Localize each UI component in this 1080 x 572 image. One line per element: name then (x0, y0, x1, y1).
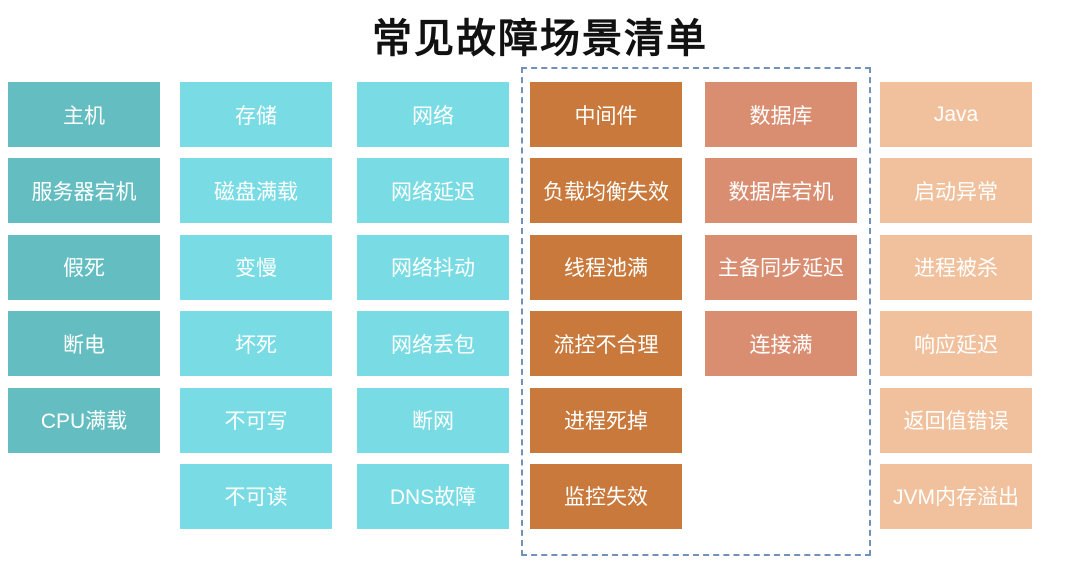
column-storage: 存储 磁盘满载 变慢 坏死 不可写 不可读 (180, 82, 332, 529)
scenario-box: 返回值错误 (880, 387, 1032, 453)
scenario-box: 断网 (357, 387, 509, 453)
scenario-box: 进程被杀 (880, 234, 1032, 300)
scenario-box: 网络抖动 (357, 234, 509, 300)
category-box-storage: 存储 (180, 82, 332, 147)
category-box-middleware: 中间件 (530, 82, 682, 147)
scenario-box: 监控失效 (530, 463, 682, 529)
scenario-box: 主备同步延迟 (705, 234, 857, 300)
column-java: Java 启动异常 进程被杀 响应延迟 返回值错误 JVM内存溢出 (880, 82, 1032, 529)
column-middleware: 中间件 负载均衡失效 线程池满 流控不合理 进程死掉 监控失效 (530, 82, 682, 529)
scenario-box: CPU满载 (8, 387, 160, 453)
scenario-box: 网络延迟 (357, 158, 509, 224)
scenario-box: JVM内存溢出 (880, 463, 1032, 529)
column-database: 数据库 数据库宕机 主备同步延迟 连接满 (705, 82, 857, 377)
scenario-box: 变慢 (180, 234, 332, 300)
scenario-box: 网络丢包 (357, 311, 509, 377)
scenario-box: 不可读 (180, 463, 332, 529)
middleware-database-group-frame (521, 67, 871, 556)
category-box-java: Java (880, 82, 1032, 147)
scenario-box: 磁盘满载 (180, 158, 332, 224)
scenario-box: 假死 (8, 234, 160, 300)
scenario-box: 进程死掉 (530, 387, 682, 453)
column-network: 网络 网络延迟 网络抖动 网络丢包 断网 DNS故障 (357, 82, 509, 529)
category-box-host: 主机 (8, 82, 160, 147)
scenario-box: 启动异常 (880, 158, 1032, 224)
scenario-box: 数据库宕机 (705, 158, 857, 224)
scenario-box: 坏死 (180, 311, 332, 377)
column-host: 主机 服务器宕机 假死 断电 CPU满载 (8, 82, 160, 453)
page-title: 常见故障场景清单 (372, 17, 708, 61)
scenario-box: 断电 (8, 311, 160, 377)
scenario-box: 响应延迟 (880, 311, 1032, 377)
category-box-network: 网络 (357, 82, 509, 147)
scenario-box: 不可写 (180, 387, 332, 453)
scenario-box: DNS故障 (357, 463, 509, 529)
scenario-box: 流控不合理 (530, 311, 682, 377)
scenario-box: 负载均衡失效 (530, 158, 682, 224)
scenario-box: 服务器宕机 (8, 158, 160, 224)
scenario-box: 连接满 (705, 311, 857, 377)
category-box-database: 数据库 (705, 82, 857, 147)
scenario-box: 线程池满 (530, 234, 682, 300)
